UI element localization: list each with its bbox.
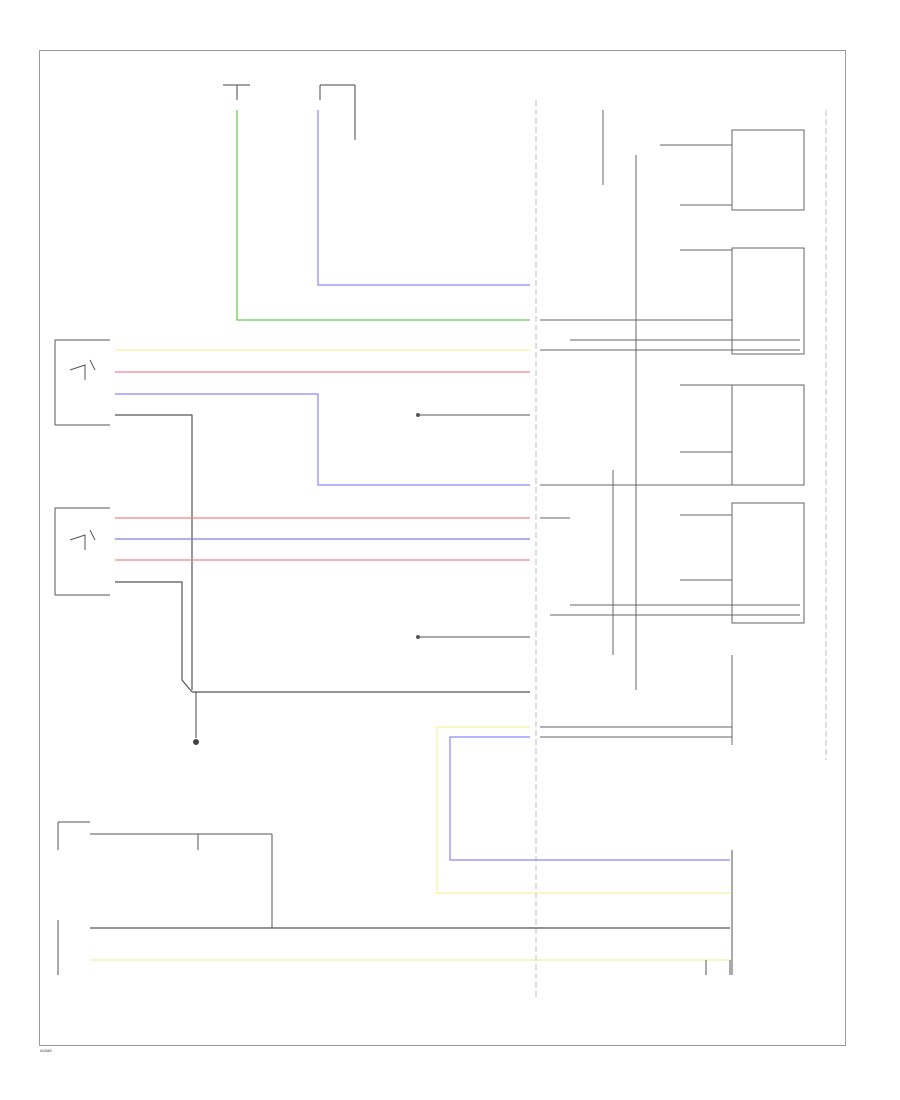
ecm-block	[540, 655, 733, 745]
bottom-right-connector	[705, 850, 733, 975]
fuse-bottom-left	[57, 821, 273, 928]
evaporator-sensor-lower	[54, 507, 110, 596]
evaporator-sensor-upper	[54, 339, 110, 426]
wire-yel-can	[436, 726, 730, 894]
wire-blu-can	[449, 736, 730, 861]
ground-stubs	[416, 413, 530, 639]
wire-grn-main	[236, 110, 530, 321]
wire-blk-lower	[115, 581, 193, 693]
ground-symbol	[193, 692, 199, 745]
relays-right	[540, 110, 805, 690]
wire-blk-upper	[115, 414, 193, 690]
diagram-frame	[39, 50, 846, 1046]
wire-blu-main	[317, 110, 530, 286]
wire-blu-sensor	[115, 393, 530, 486]
fuse-block-top	[223, 84, 356, 140]
footer-code: A0088	[40, 1048, 52, 1053]
